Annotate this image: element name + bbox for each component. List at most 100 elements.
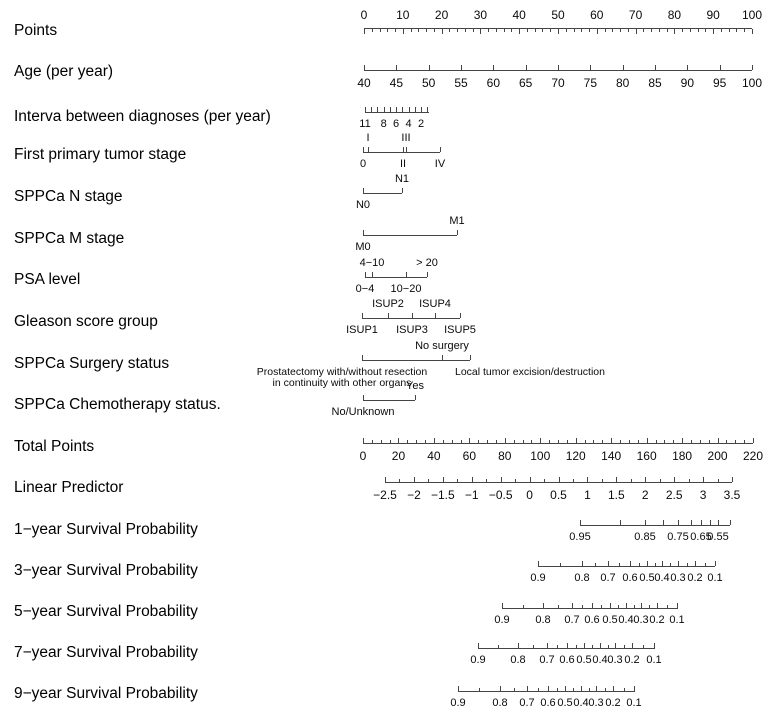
tick-mark	[576, 438, 578, 443]
tick-mark	[593, 440, 595, 443]
tick-mark	[461, 440, 463, 443]
tick-mark	[752, 29, 754, 34]
tick-label: 11	[359, 118, 371, 130]
tick-label: 0.3	[588, 697, 604, 709]
tick-label: 0.7	[539, 654, 555, 666]
tick-label: 0.8	[574, 572, 590, 584]
tick-mark	[460, 313, 462, 318]
tick-mark	[600, 643, 602, 648]
tick-mark	[629, 440, 631, 443]
tick-label: ISUP5	[444, 324, 476, 336]
tick-mark	[511, 29, 513, 32]
tick-mark	[363, 147, 365, 152]
tick-label: 120	[565, 449, 586, 463]
tick-mark	[678, 561, 680, 566]
tick-label: 0.2	[605, 697, 621, 709]
tick-mark	[634, 605, 636, 608]
tick-label: 10−20	[390, 283, 422, 295]
tick-label: 0.8	[510, 654, 526, 666]
tick-label: 0.5	[639, 572, 655, 584]
tick-label: 0	[359, 449, 367, 463]
tick-mark	[729, 29, 731, 32]
tick-label: 0.9	[530, 572, 546, 584]
tick-mark	[372, 272, 374, 277]
tick-label: 6	[393, 118, 400, 130]
tick-mark	[628, 29, 630, 32]
tick-mark	[667, 29, 669, 32]
tick-label: 0.2	[649, 614, 665, 626]
tick-label: 3	[699, 488, 707, 502]
axis-line-sppca-n-stage	[363, 193, 402, 195]
tick-mark	[651, 29, 653, 32]
tick-mark	[695, 561, 697, 566]
tick-label: 0.4	[592, 654, 608, 666]
tick-label: 0	[359, 158, 367, 170]
tick-mark	[632, 643, 634, 648]
tick-mark	[732, 477, 734, 482]
tick-mark	[363, 230, 365, 235]
tick-label: 10	[396, 8, 410, 22]
tick-mark	[566, 29, 568, 32]
tick-mark	[619, 563, 621, 566]
tick-mark	[608, 645, 610, 648]
tick-mark	[589, 688, 591, 691]
tick-mark	[390, 107, 392, 112]
tick-mark	[377, 107, 379, 112]
tick-mark	[582, 605, 584, 608]
tick-mark	[558, 440, 560, 443]
tick-label: 0.2	[687, 572, 703, 584]
tick-label: II	[399, 158, 407, 170]
tick-mark	[409, 107, 411, 112]
tick-mark	[469, 438, 471, 443]
tick-mark	[636, 29, 638, 34]
tick-mark	[496, 29, 498, 32]
tick-mark	[643, 29, 645, 32]
tick-mark	[412, 313, 414, 318]
tick-mark	[605, 688, 607, 691]
tick-mark	[385, 477, 387, 482]
row-label-interval-between-diagnoses: Interva between diagnoses (per year)	[14, 108, 271, 125]
tick-mark	[582, 561, 584, 566]
tick-mark	[718, 479, 720, 482]
tick-label: Yes	[406, 380, 424, 392]
tick-mark	[616, 477, 618, 482]
row-label-sppca-chemotherapy-status: SPPCa Chemotherapy status.	[14, 396, 221, 413]
tick-label: 0−4	[355, 283, 375, 295]
tick-mark	[518, 643, 520, 648]
tick-mark	[667, 605, 669, 608]
tick-mark	[587, 477, 589, 482]
tick-label: 0.6	[584, 614, 600, 626]
tick-mark	[461, 65, 463, 70]
tick-mark	[399, 479, 401, 482]
tick-label: 200	[707, 449, 728, 463]
tick-label: −2	[407, 488, 421, 502]
tick-mark	[710, 520, 712, 525]
tick-mark	[530, 477, 532, 482]
tick-mark	[542, 29, 544, 32]
tick-label: 0.7	[600, 572, 616, 584]
tick-mark	[363, 438, 365, 443]
tick-label: I	[366, 132, 370, 144]
tick-mark	[402, 107, 404, 112]
axis-line-points	[364, 28, 752, 30]
tick-label: M1	[449, 215, 465, 227]
tick-label: 80	[667, 8, 682, 22]
tick-label: 2	[417, 118, 425, 130]
tick-mark	[612, 29, 614, 32]
tick-mark	[605, 29, 607, 32]
tick-mark	[602, 479, 604, 482]
axis-line-sppca-chemotherapy-status	[363, 400, 415, 402]
tick-label: ISUP3	[396, 324, 428, 336]
tick-label: 60	[462, 449, 477, 463]
tick-label: Prostatectomy with/without resection in …	[256, 366, 428, 390]
tick-mark	[573, 688, 575, 691]
tick-mark	[429, 65, 431, 70]
row-label-total-points: Total Points	[14, 438, 95, 455]
tick-label: Local tumor excision/destruction	[455, 366, 605, 378]
tick-mark	[371, 107, 373, 112]
tick-mark	[457, 479, 459, 482]
axis-line-first-primary-tumor-stage	[363, 152, 440, 154]
tick-mark	[580, 520, 582, 525]
tick-label: 0.6	[622, 572, 638, 584]
tick-mark	[363, 188, 365, 193]
